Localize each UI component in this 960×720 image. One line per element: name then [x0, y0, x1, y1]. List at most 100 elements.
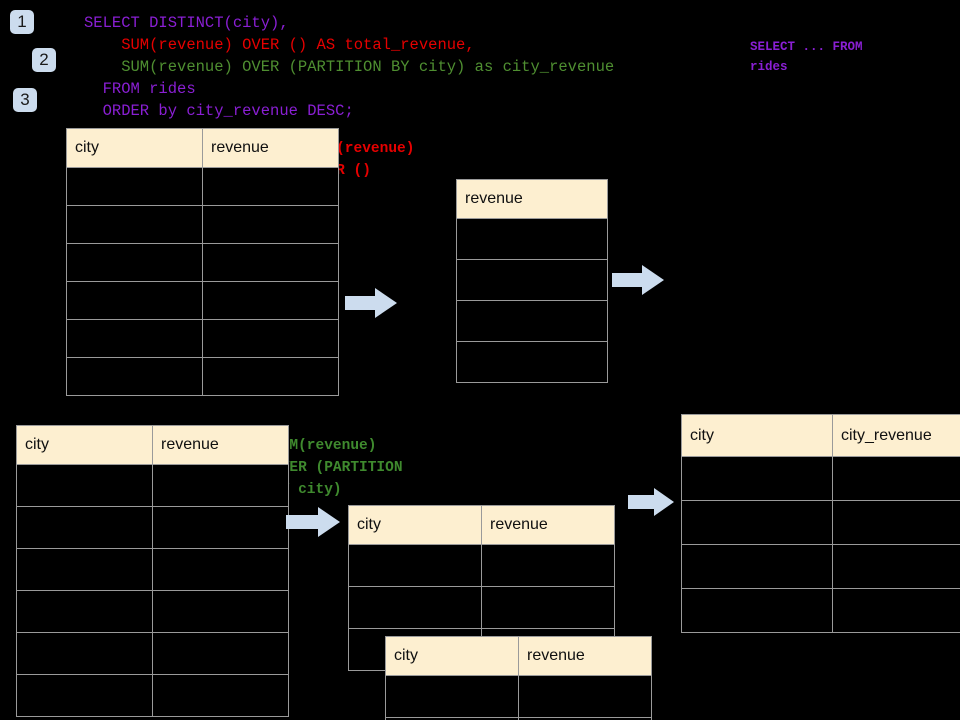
cell-city	[66, 319, 203, 358]
cell-revenue	[152, 590, 289, 633]
column-header-city-revenue: city_revenue	[832, 414, 960, 457]
cell-revenue	[456, 259, 608, 301]
step-badge-1-label: 1	[17, 12, 27, 31]
cell-city	[16, 674, 153, 717]
cell-city-revenue	[832, 500, 960, 545]
cell-revenue	[202, 281, 339, 320]
arrow-source-to-total	[345, 288, 397, 318]
cell-revenue	[518, 717, 652, 720]
column-header-revenue: revenue	[152, 425, 289, 465]
table-row	[385, 717, 652, 720]
cell-revenue	[202, 357, 339, 396]
cell-city	[66, 205, 203, 244]
column-header-city: city	[348, 505, 482, 545]
table-row	[66, 205, 339, 244]
cell-city	[66, 167, 203, 206]
column-header-revenue: revenue	[481, 505, 615, 545]
cell-revenue	[481, 544, 615, 587]
table-row	[681, 500, 960, 545]
table-header-row: city revenue	[16, 425, 289, 465]
table-row	[66, 243, 339, 282]
side-note-select-from: SELECT ... FROM	[750, 40, 863, 54]
sql-line-order-by: ORDER by city_revenue DESC;	[84, 102, 354, 120]
cell-revenue	[202, 205, 339, 244]
cell-city	[66, 243, 203, 282]
table-row	[16, 674, 289, 717]
sql-line-from: FROM rides	[84, 80, 196, 98]
table-row	[66, 281, 339, 320]
cell-revenue	[202, 319, 339, 358]
table-row	[16, 464, 289, 507]
annotation-partition-sum: SUM(revenue)	[272, 438, 377, 454]
cell-city	[348, 544, 482, 587]
table-header-row: city revenue	[385, 636, 652, 676]
cell-city	[385, 675, 519, 718]
cell-revenue	[202, 167, 339, 206]
step-badge-3: 3	[13, 88, 37, 112]
column-header-revenue: revenue	[202, 128, 339, 168]
side-note-rides: rides	[750, 60, 788, 74]
cell-city	[681, 588, 833, 633]
cell-city-revenue	[832, 456, 960, 501]
cell-city	[16, 632, 153, 675]
column-header-city: city	[16, 425, 153, 465]
table-header-row: city revenue	[348, 505, 615, 545]
column-header-city: city	[66, 128, 203, 168]
table-header-row: city city_revenue	[681, 414, 960, 457]
cell-city	[681, 500, 833, 545]
cell-revenue	[152, 548, 289, 591]
sql-line-total-revenue: SUM(revenue) OVER () AS total_revenue,	[84, 36, 475, 54]
cell-revenue	[481, 586, 615, 629]
cell-revenue	[152, 464, 289, 507]
sql-line-city-revenue: SUM(revenue) OVER (PARTITION BY city) as…	[84, 58, 615, 76]
column-header-city: city	[681, 414, 833, 457]
cell-city-revenue	[832, 588, 960, 633]
step-badge-2-label: 2	[39, 50, 49, 69]
cell-city	[16, 590, 153, 633]
table-row	[66, 167, 339, 206]
table-row	[385, 675, 652, 718]
table-row	[681, 544, 960, 589]
cell-city	[66, 357, 203, 396]
cell-revenue	[518, 675, 652, 718]
table-row	[348, 586, 615, 629]
column-header-revenue: revenue	[518, 636, 652, 676]
table-row	[16, 590, 289, 633]
arrow-total-to-result	[612, 265, 664, 295]
cell-city	[681, 456, 833, 501]
cell-city	[16, 506, 153, 549]
cell-city	[66, 281, 203, 320]
cell-revenue	[152, 506, 289, 549]
cell-city-revenue	[832, 544, 960, 589]
table-header-row: revenue	[456, 179, 608, 219]
step-badge-2: 2	[32, 48, 56, 72]
annotation-partition-over: OVER (PARTITION	[272, 460, 403, 476]
table-partition-front: city revenue	[385, 636, 652, 720]
cell-revenue	[152, 632, 289, 675]
table-row	[681, 456, 960, 501]
table-row	[681, 588, 960, 633]
cell-city	[681, 544, 833, 589]
table-source-bottom: city revenue	[16, 425, 289, 717]
step-badge-3-label: 3	[20, 90, 30, 109]
table-row	[16, 548, 289, 591]
table-total-revenue: revenue	[456, 179, 608, 383]
sql-line-select: SELECT DISTINCT(city),	[84, 14, 289, 32]
table-row	[66, 357, 339, 396]
table-row	[456, 300, 608, 342]
column-header-city: city	[385, 636, 519, 676]
table-header-row: city revenue	[66, 128, 339, 168]
cell-city	[16, 548, 153, 591]
column-header-revenue: revenue	[456, 179, 608, 219]
arrow-partition-to-result	[628, 488, 674, 516]
table-row	[456, 259, 608, 301]
cell-revenue	[202, 243, 339, 282]
table-row	[348, 544, 615, 587]
table-row	[456, 218, 608, 260]
cell-city	[16, 464, 153, 507]
cell-revenue	[456, 218, 608, 260]
table-row	[456, 341, 608, 383]
cell-revenue	[456, 341, 608, 383]
table-source-top: city revenue	[66, 128, 339, 396]
